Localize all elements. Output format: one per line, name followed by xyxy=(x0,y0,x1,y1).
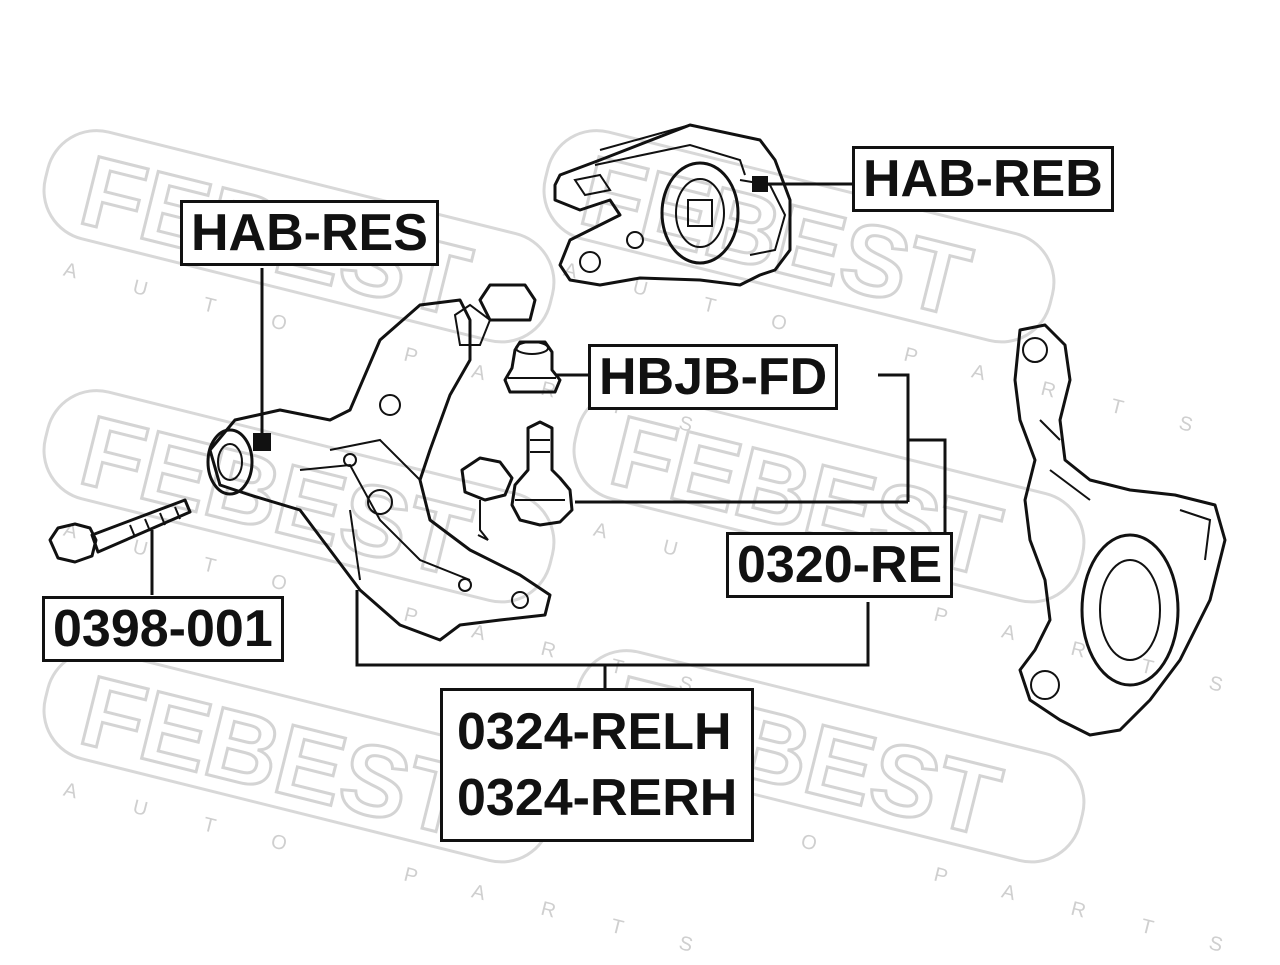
re-0320-label: 0320-RE xyxy=(726,532,954,598)
hab-reb-label: HAB-REB xyxy=(852,146,1114,212)
arm-label-box: 0324-RELH 0324-RERH xyxy=(440,688,755,842)
watermark-brand-5: FEBEST xyxy=(71,655,481,859)
watermark-brand-3: FEBEST xyxy=(71,395,481,599)
ball-joint-drawing xyxy=(460,420,574,541)
hab-reb-marker xyxy=(752,176,768,192)
hbjb-fd-to-0320-connector xyxy=(878,373,910,502)
hab-res-marker xyxy=(253,433,271,451)
control-arm-drawing xyxy=(206,283,552,642)
re-0320-leader xyxy=(908,438,947,535)
hab-res-label: HAB-RES xyxy=(180,200,439,266)
arm-lh-label: 0324-RELH xyxy=(457,703,732,761)
bolt-drawing xyxy=(48,498,192,564)
bolt-0398-label: 0398-001 xyxy=(42,596,284,662)
dust-boot-drawing xyxy=(503,340,562,394)
arm-rh-label: 0324-RERH xyxy=(457,769,738,827)
knuckle-drawing xyxy=(1013,323,1227,737)
hbjb-fd-label: HBJB-FD xyxy=(588,344,839,410)
arm-bracket-leader xyxy=(355,590,870,667)
bushing-bracket-drawing xyxy=(553,123,792,287)
